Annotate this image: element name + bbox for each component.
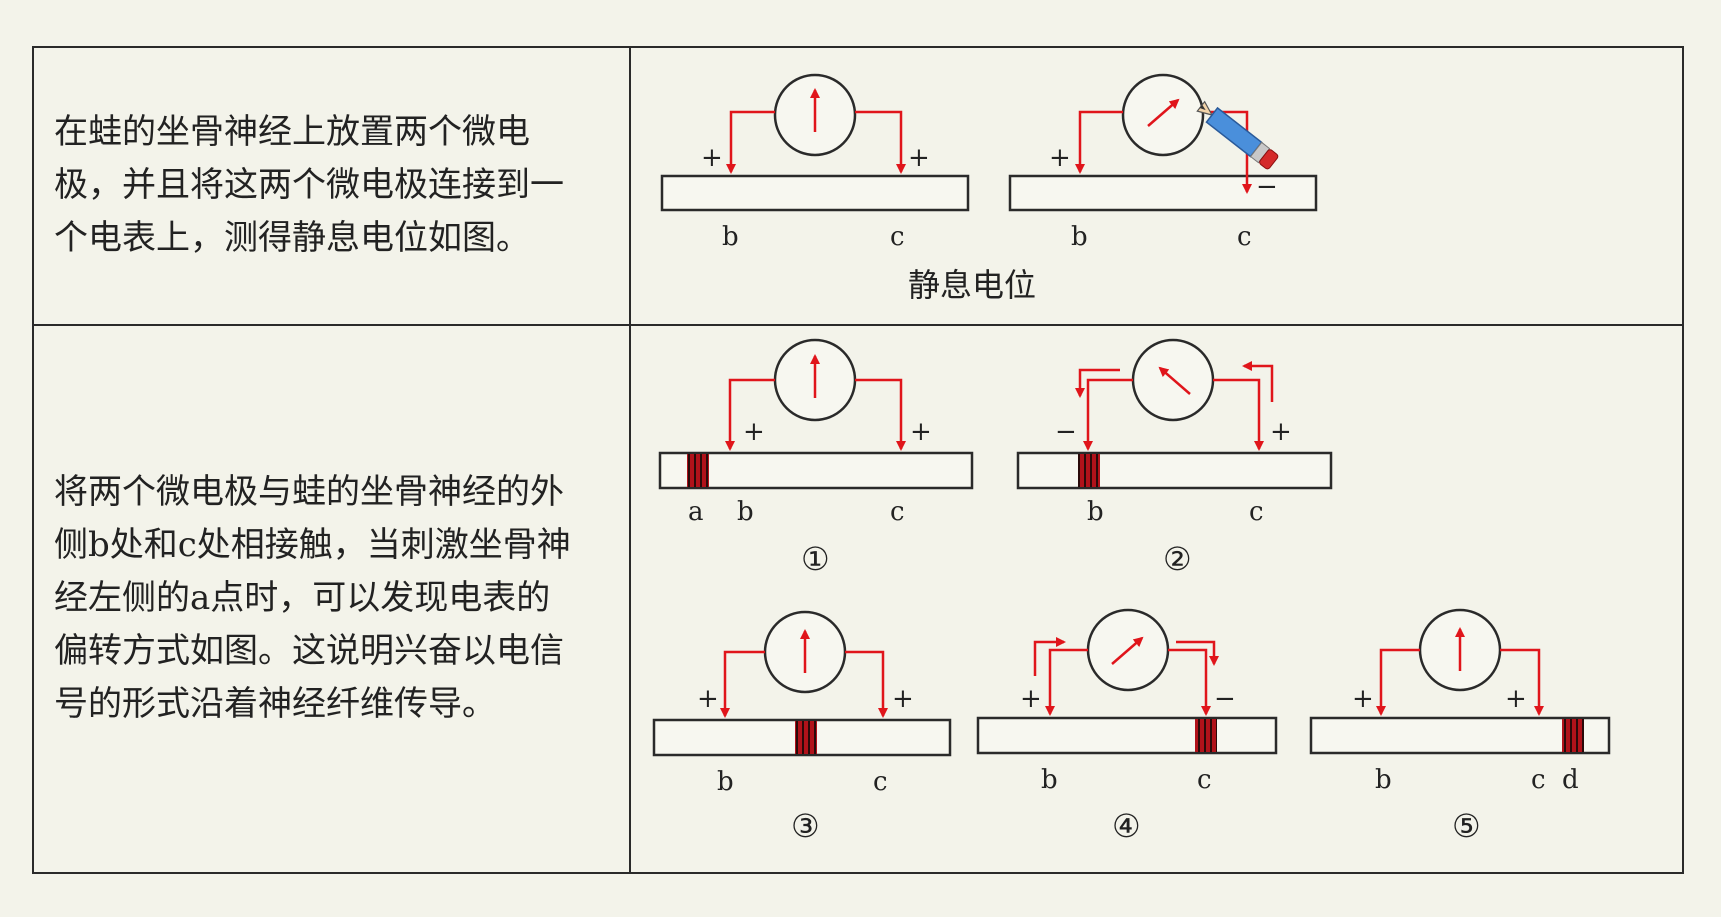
label-c: c: [1249, 497, 1264, 527]
diagram-4: [976, 608, 1278, 755]
diagram-number-1: ①: [801, 540, 830, 578]
label-c: c: [1237, 222, 1252, 252]
electrode-wire-b: [726, 110, 775, 174]
nerve-fiber: [658, 451, 974, 490]
sign-plus: +: [743, 417, 765, 447]
label-b: b: [1087, 497, 1104, 527]
pencil-icon: [1196, 100, 1279, 170]
label-c: c: [890, 222, 905, 252]
diagram-number-4: ④: [1112, 807, 1141, 845]
label-c: c: [1531, 765, 1546, 795]
diagram-number-5: ⑤: [1452, 807, 1481, 845]
nerve-fiber: [1016, 451, 1333, 490]
excitation-region: [1562, 719, 1584, 752]
electrode-wire-b: [1083, 378, 1133, 451]
diagram-number-2: ②: [1163, 540, 1192, 578]
electrode-wire-b: [1075, 110, 1123, 174]
excitation-region: [1195, 719, 1217, 752]
label-c: c: [873, 767, 888, 797]
meter-dial: [1121, 73, 1205, 157]
sign-plus: +: [1270, 417, 1292, 447]
label-b: b: [1071, 222, 1088, 252]
diagram-5: [1309, 608, 1611, 755]
current-arrow-left: [1033, 637, 1066, 676]
sign-plus: +: [1505, 684, 1527, 714]
diagram-3: [652, 610, 952, 757]
meter-needle: [1111, 636, 1144, 665]
electrode-wire-b: [725, 378, 775, 451]
excitation-region: [687, 454, 709, 487]
electrode-wire-b: [720, 650, 765, 718]
label-c: c: [1197, 765, 1212, 795]
row-divider: [34, 324, 1682, 326]
meter-needle: [1147, 98, 1180, 127]
sign-plus: +: [1049, 143, 1071, 173]
sign-plus: +: [1352, 684, 1374, 714]
label-b: b: [717, 767, 734, 797]
resting-diagram-right: [1008, 73, 1318, 212]
sign-minus: −: [1055, 417, 1077, 447]
label-d: d: [1562, 765, 1579, 795]
resting-potential-description: 在蛙的坐骨神经上放置两个微电 极，并且将这两个微电极连接到一 个电表上，测得静息…: [54, 112, 564, 258]
label-b: b: [1041, 765, 1058, 795]
sign-plus: +: [697, 684, 719, 714]
label-c: c: [890, 497, 905, 527]
resting-diagram-left: [660, 73, 970, 212]
diagram-2: [1016, 338, 1333, 490]
column-divider: [629, 48, 631, 872]
sign-plus: +: [910, 417, 932, 447]
sign-minus: −: [1256, 172, 1278, 202]
excitation-region: [1078, 454, 1100, 487]
label-b: b: [1375, 765, 1392, 795]
current-arrow-right: [1176, 640, 1219, 666]
electrode-wire-c: [1168, 648, 1211, 716]
diagram-number-3: ③: [791, 807, 820, 845]
nerve-fiber: [1008, 174, 1318, 212]
sign-plus: +: [1020, 684, 1042, 714]
resting-potential-caption: 静息电位: [908, 266, 1036, 304]
electrode-wire-c: [1500, 648, 1544, 716]
excitation-region: [795, 721, 817, 754]
sign-plus: +: [892, 684, 914, 714]
nerve-fiber: [1309, 716, 1611, 755]
nerve-fiber: [976, 716, 1278, 755]
label-a: a: [688, 497, 704, 527]
current-arrow-right: [1242, 361, 1274, 402]
sign-plus: +: [701, 143, 723, 173]
meter-needle: [1158, 366, 1191, 395]
sign-plus: +: [908, 143, 930, 173]
electrode-wire-c: [1213, 378, 1264, 451]
nerve-fiber: [660, 174, 970, 212]
label-b: b: [737, 497, 754, 527]
label-b: b: [722, 222, 739, 252]
electrode-wire-b: [1045, 648, 1088, 716]
current-arrow-left: [1075, 368, 1120, 398]
electrode-wire-c: [845, 650, 888, 718]
sign-minus: −: [1214, 684, 1236, 714]
diagram-table: 在蛙的坐骨神经上放置两个微电 极，并且将这两个微电极连接到一 个电表上，测得静息…: [32, 46, 1684, 874]
electrode-wire-b: [1376, 648, 1420, 716]
conduction-description: 将两个微电极与蛙的坐骨神经的外 侧b处和c处相接触，当刺激坐骨神 经左侧的a点时…: [54, 472, 571, 724]
electrode-wire-c: [855, 110, 906, 174]
electrode-wire-c: [855, 378, 906, 451]
diagram-1: [658, 338, 974, 490]
